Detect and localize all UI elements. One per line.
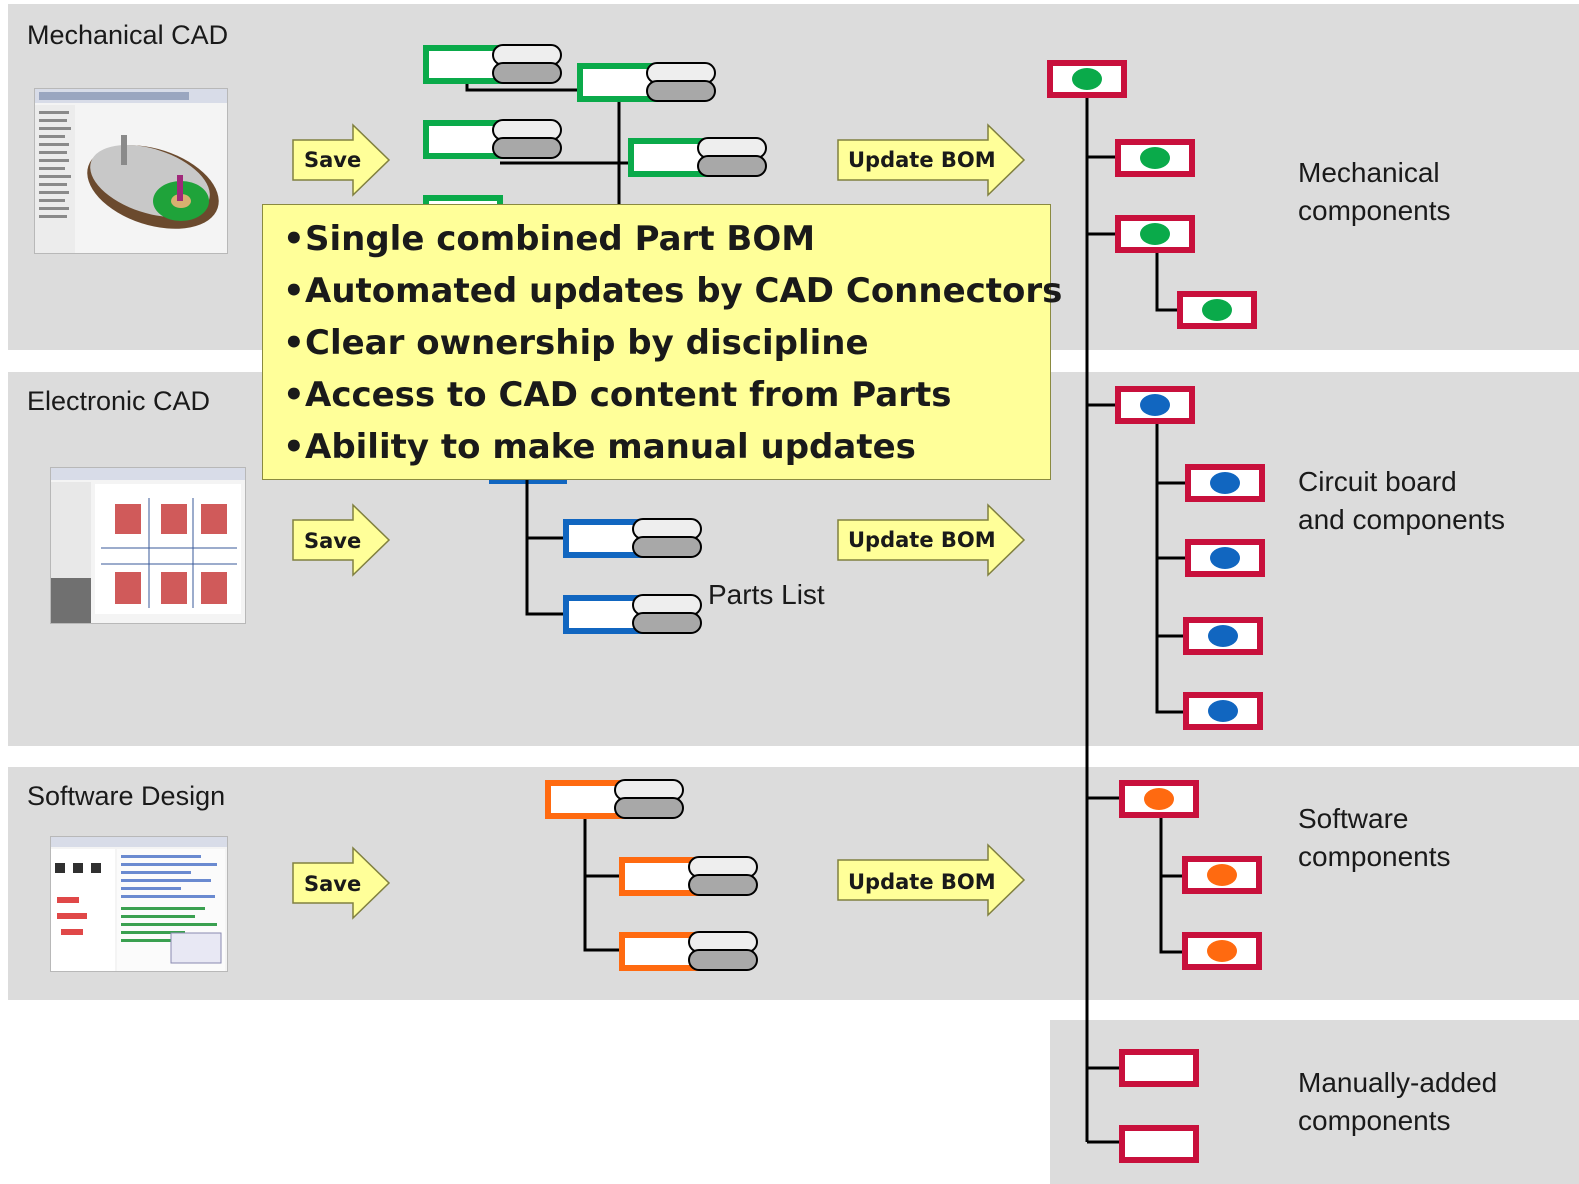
benefit-item: •Clear ownership by discipline (283, 323, 869, 363)
benefits-list: •Single combined Part BOM •Automated upd… (283, 213, 1063, 473)
part-pill-bottom (492, 62, 562, 84)
mechanical-part-node (423, 120, 503, 159)
bom-branch (1159, 815, 1184, 954)
save-label-software: Save (304, 872, 362, 896)
update-bom-label-electronic: Update BOM (848, 528, 996, 552)
manually-added-components-label: Manually-added components (1298, 1067, 1498, 1136)
mechanical-cad-title: Mechanical CAD (27, 20, 229, 50)
software-design-screenshot (50, 836, 228, 972)
software-design-band (8, 767, 1579, 1000)
part-pill-bottom (688, 874, 758, 896)
bom-node-dot (1140, 223, 1170, 245)
save-arrow-mechanical (292, 123, 391, 197)
save-label-electronic: Save (304, 529, 362, 553)
software-connector (583, 815, 622, 952)
benefit-item: •Single combined Part BOM (283, 219, 816, 259)
part-pill-bottom (492, 137, 562, 159)
mechanical-cad-screenshot (34, 88, 228, 254)
part-pill-bottom (632, 612, 702, 634)
mechanical-part-node (423, 45, 503, 84)
update-bom-label-mechanical: Update BOM (848, 148, 996, 172)
part-pill-bottom (697, 155, 767, 177)
parts-list-label: Parts List (708, 579, 825, 610)
part-pill-bottom (614, 797, 684, 819)
update-bom-label-software: Update BOM (848, 870, 996, 894)
bom-node-dot (1208, 700, 1238, 722)
save-arrow-electronic (292, 503, 391, 577)
mechanical-components-label: Mechanical components (1298, 157, 1451, 226)
bom-node-dot (1207, 864, 1237, 886)
bom-node-dot (1210, 472, 1240, 494)
update-bom-arrow-software (837, 843, 1026, 917)
bom-branch (1155, 420, 1187, 714)
circuit-board-components-label: Circuit board and components (1298, 466, 1506, 535)
bom-node-dot (1210, 547, 1240, 569)
electronic-cad-screenshot (50, 467, 246, 624)
bom-node-dot (1072, 68, 1102, 90)
software-part-node (619, 857, 699, 896)
electronic-cad-title: Electronic CAD (27, 386, 211, 416)
benefit-item: •Ability to make manual updates (283, 427, 916, 467)
bom-node-dot (1207, 940, 1237, 962)
benefit-item: •Automated updates by CAD Connectors (283, 271, 1063, 311)
software-part-node (545, 780, 625, 819)
bom-manual-node (1119, 1049, 1199, 1087)
save-label-mechanical: Save (304, 148, 362, 172)
mechanical-part-node (628, 138, 708, 177)
mechanical-part-node (577, 63, 657, 102)
bom-node-dot (1140, 394, 1170, 416)
software-components-label: Software components (1298, 803, 1451, 872)
software-part-node (619, 932, 699, 971)
update-bom-arrow-mechanical (837, 123, 1026, 197)
electronic-connector (525, 480, 566, 616)
bom-manual-node (1119, 1125, 1199, 1163)
bom-node-dot (1144, 788, 1174, 810)
software-design-title: Software Design (27, 781, 226, 811)
save-arrow-software (292, 846, 391, 920)
bom-node-dot (1202, 299, 1232, 321)
part-pill-bottom (688, 949, 758, 971)
bom-branch (1155, 250, 1180, 312)
bom-node-dot (1208, 625, 1238, 647)
part-pill-bottom (632, 536, 702, 558)
benefit-item: •Access to CAD content from Parts (283, 375, 952, 415)
update-bom-arrow-electronic (837, 503, 1026, 577)
electronic-part-node (563, 519, 643, 558)
part-pill-bottom (646, 80, 716, 102)
electronic-part-node (563, 595, 643, 634)
bom-node-dot (1140, 147, 1170, 169)
benefits-callout: •Single combined Part BOM •Automated upd… (262, 204, 1063, 480)
